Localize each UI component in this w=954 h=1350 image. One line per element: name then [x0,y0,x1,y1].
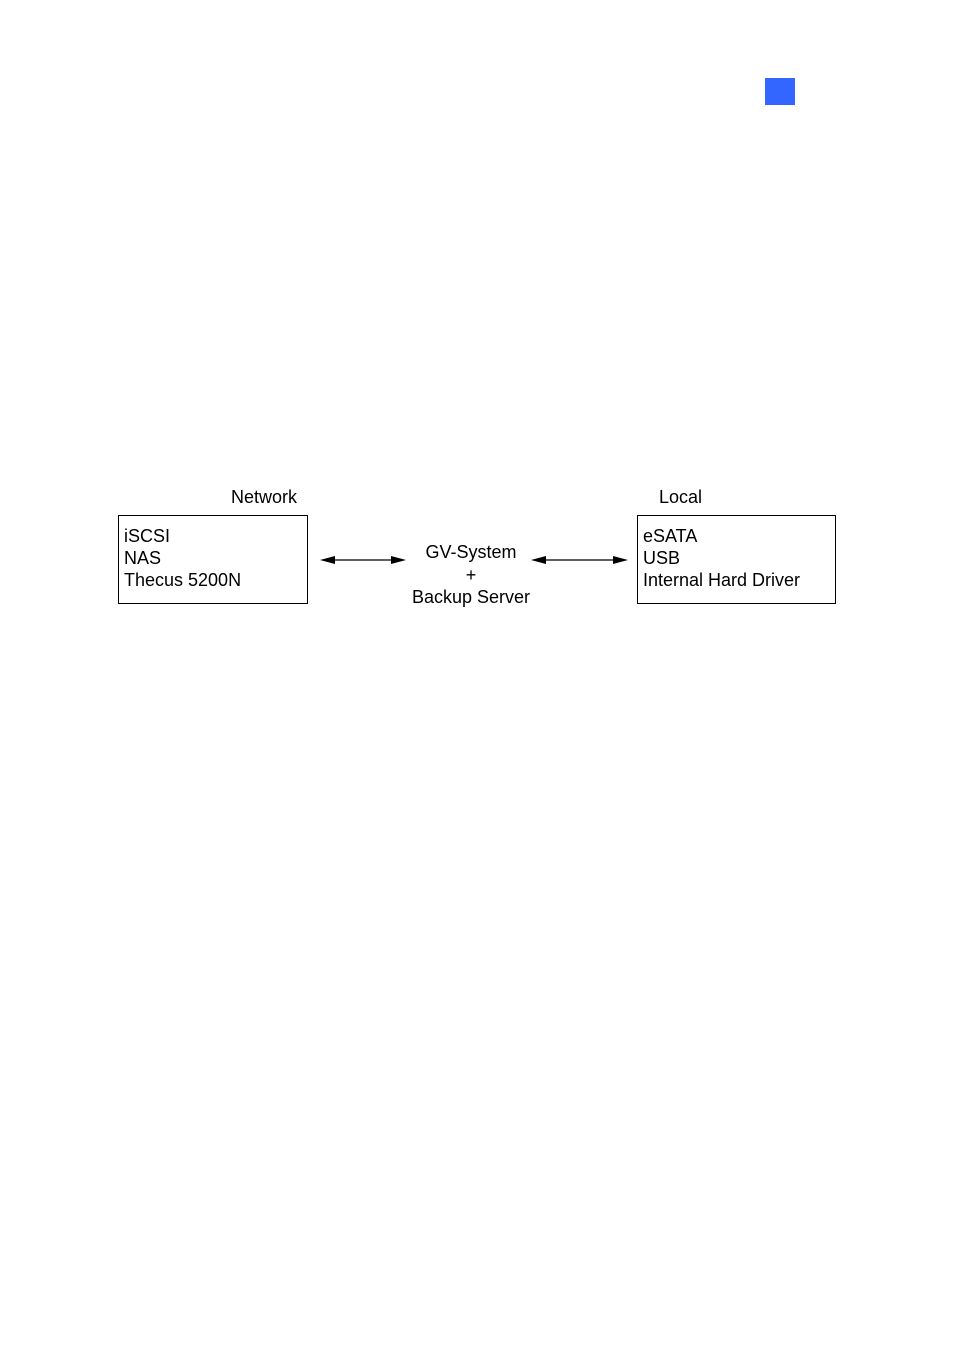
network-storage-box: iSCSI NAS Thecus 5200N [118,515,308,604]
local-item-esata: eSATA [643,525,835,547]
center-local-arrow [530,552,630,568]
network-item-nas: NAS [124,547,307,569]
local-item-internal-hdd: Internal Hard Driver [643,569,835,591]
network-item-iscsi: iSCSI [124,525,307,547]
center-line-plus: + [400,564,542,587]
local-label: Local [659,486,702,508]
local-item-usb: USB [643,547,835,569]
gv-system-backup-server-node: GV-System + Backup Server [400,541,542,609]
page-corner-marker [765,78,795,105]
center-line-gv-system: GV-System [400,541,542,564]
local-storage-box: eSATA USB Internal Hard Driver [637,515,836,604]
network-label: Network [231,486,297,508]
center-line-backup-server: Backup Server [400,586,542,609]
network-center-arrow [320,552,408,568]
network-item-thecus: Thecus 5200N [124,569,307,591]
